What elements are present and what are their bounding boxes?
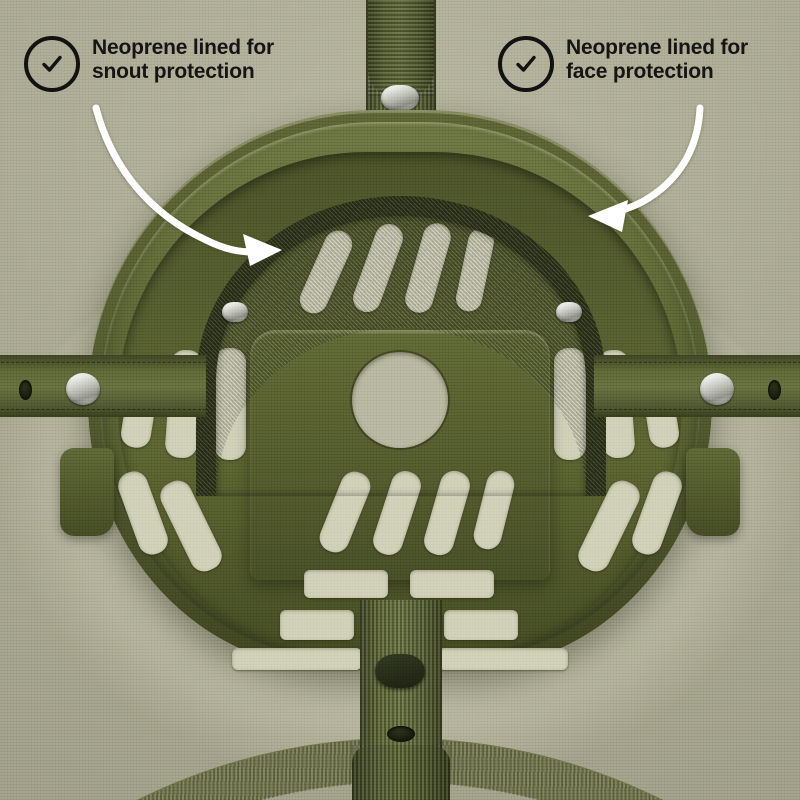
- right-strap-adjustment-hole: [768, 380, 781, 400]
- callout-snout-protection: Neoprene lined for snout protection: [24, 36, 274, 92]
- left-strap-rivet: [66, 373, 100, 405]
- vent-rect: [232, 648, 362, 670]
- top-strap-webbing-texture: [368, 0, 434, 96]
- callout-snout-protection-label: Neoprene lined for snout protection: [92, 36, 274, 84]
- bottom-strap-adjustment-hole: [387, 726, 415, 742]
- callout-face-protection-label: Neoprene lined for face protection: [566, 36, 748, 84]
- vent-rect: [410, 570, 494, 598]
- top-strap-rivet: [381, 85, 419, 111]
- right-strap-stitch-bottom: [594, 409, 800, 410]
- bottom-chin-strap-webbing: [352, 745, 450, 800]
- bottom-strap-rivet: [375, 654, 425, 688]
- bottom-strap-webbing-texture: [352, 745, 450, 800]
- left-strap-adjustment-hole: [19, 380, 32, 400]
- vent-rect: [280, 610, 354, 640]
- check-circle-icon: [498, 36, 554, 92]
- frame-side-tab-left: [60, 448, 114, 536]
- right-strap-stitch-top: [594, 362, 800, 363]
- vent-rect: [438, 648, 568, 670]
- check-circle-icon: [24, 36, 80, 92]
- left-side-strap: [0, 355, 206, 417]
- left-strap-stitch-top: [0, 362, 206, 363]
- right-side-strap: [594, 355, 800, 417]
- neoprene-band-rivet-left: [222, 302, 248, 322]
- left-strap-stitch-bottom: [0, 409, 206, 410]
- vent-rect: [444, 610, 518, 640]
- neoprene-band-rivet-right: [556, 302, 582, 322]
- callout-face-protection: Neoprene lined for face protection: [498, 36, 748, 92]
- right-strap-rivet: [700, 373, 734, 405]
- top-head-strap-webbing: [368, 0, 434, 96]
- vent-rect: [304, 570, 388, 598]
- frame-side-tab-right: [686, 448, 740, 536]
